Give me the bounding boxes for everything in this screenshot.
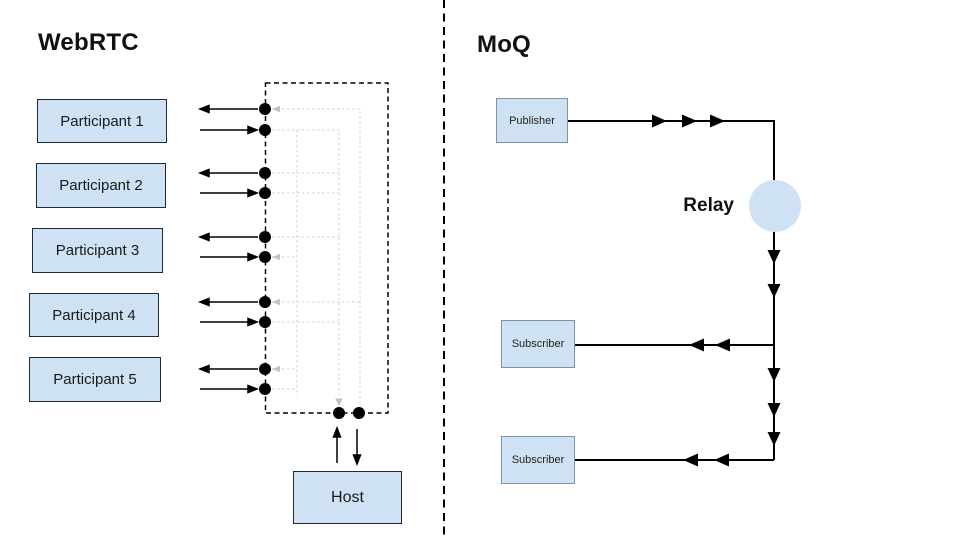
participant-box-5: Participant 5 xyxy=(29,357,161,402)
sfu-dashed-box xyxy=(264,82,389,414)
moq-title: MoQ xyxy=(477,31,531,58)
relay-node xyxy=(749,180,801,232)
relay-label: Relay xyxy=(683,195,734,216)
moq-flow-arrowheads xyxy=(652,114,781,467)
subscriber-box-2: Subscriber xyxy=(501,436,575,484)
participant-arrows xyxy=(197,104,260,394)
participant-box-1: Participant 1 xyxy=(37,99,167,143)
moq-links xyxy=(568,120,775,461)
host-arrows xyxy=(332,425,362,467)
subscriber-box-1: Subscriber xyxy=(501,320,575,368)
participant-box-4: Participant 4 xyxy=(29,293,159,337)
sfu-internal-mesh xyxy=(272,108,361,408)
host-box: Host xyxy=(293,471,402,524)
publisher-box: Publisher xyxy=(496,98,568,143)
webrtc-title: WebRTC xyxy=(38,29,139,56)
sfu-mesh-arrowheads xyxy=(272,105,343,406)
sfu-port-dots xyxy=(259,103,365,419)
participant-box-2: Participant 2 xyxy=(36,163,166,208)
participant-box-3: Participant 3 xyxy=(32,228,163,273)
